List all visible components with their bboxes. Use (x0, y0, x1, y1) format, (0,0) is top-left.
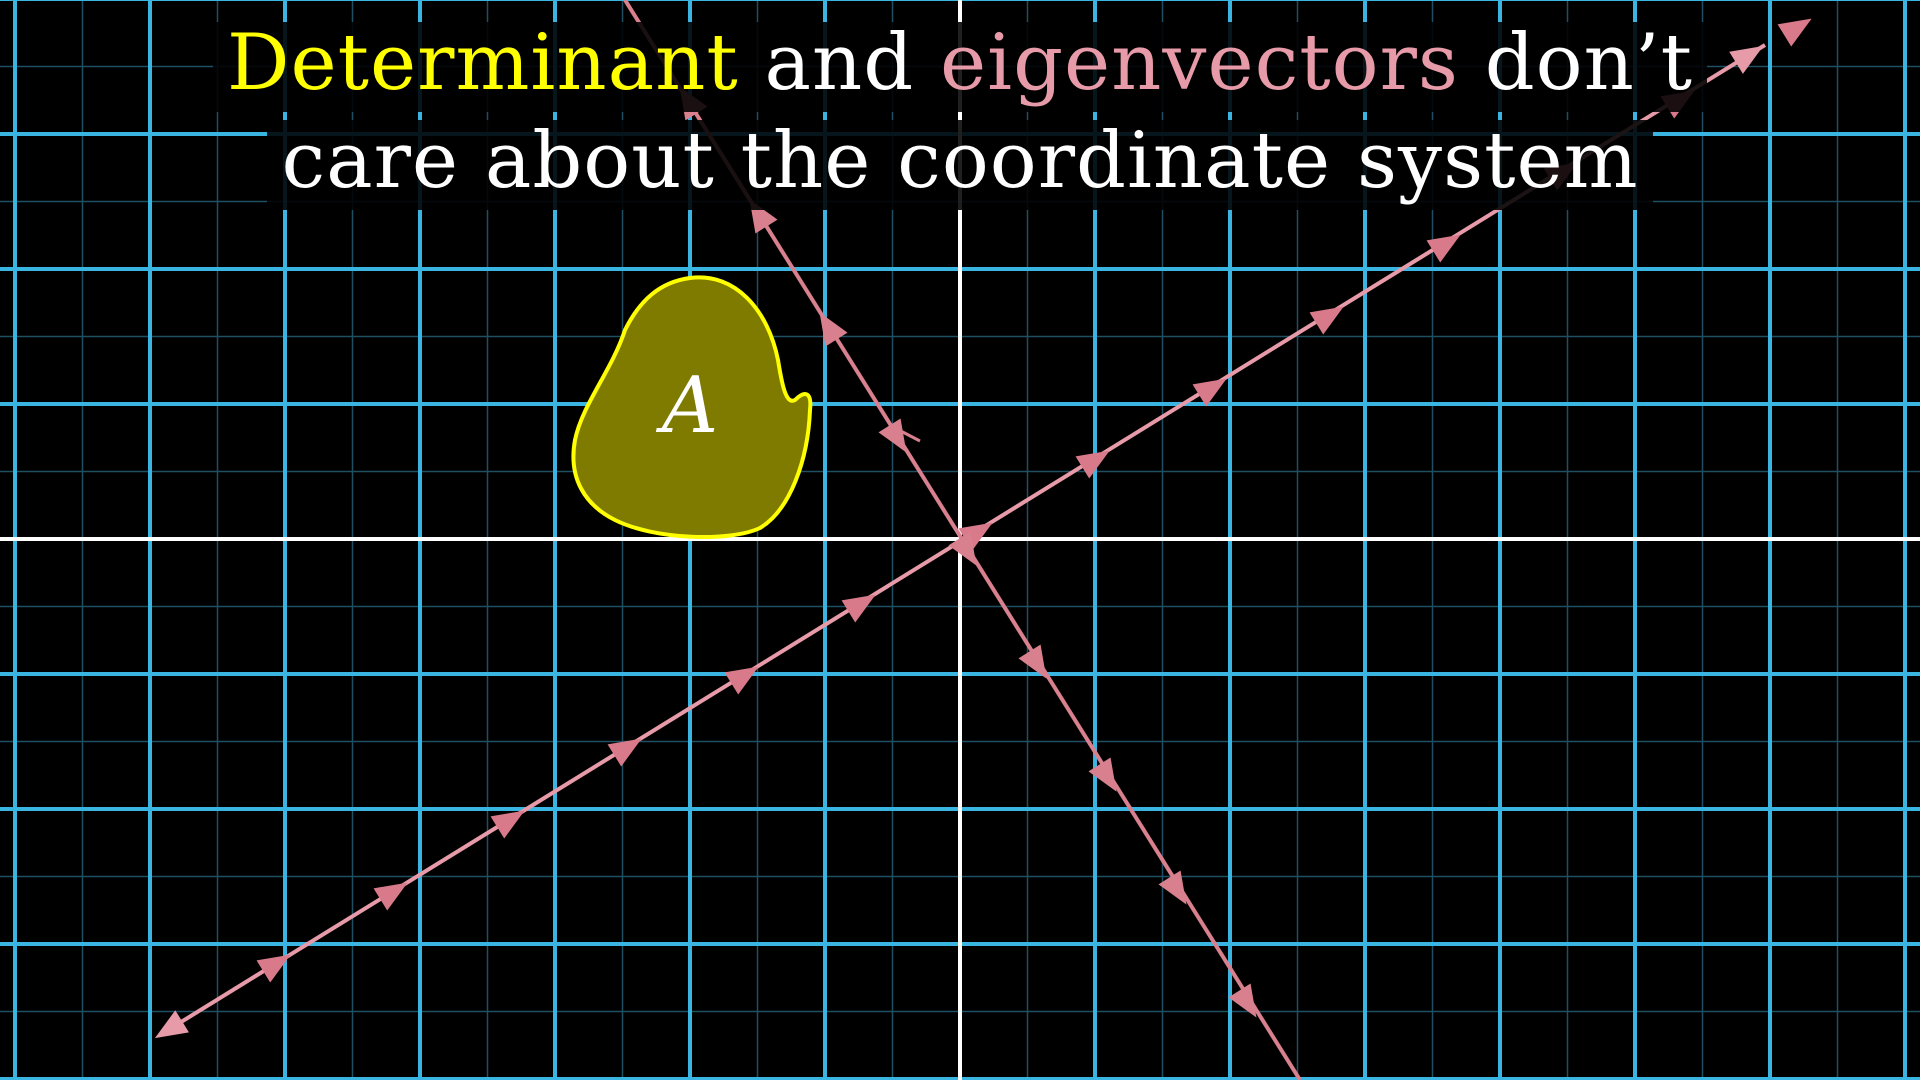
eigenvector-line-2-marker (1018, 644, 1047, 679)
eigenvector-line-1-marker (724, 666, 759, 695)
eigenvector-line-1-marker (490, 810, 525, 839)
caption-phrase-coordinate-system: care about the coordinate system (281, 116, 1639, 206)
region-a-shape (571, 275, 813, 539)
region-a-label: A (656, 361, 718, 451)
eigenvector-line-1-marker (1426, 234, 1461, 263)
caption-line-1-background: Determinant and eigenvectors don’t (212, 22, 1707, 112)
caption-line-2: care about the coordinate system (0, 120, 1920, 210)
eigenvector-line-1-marker (256, 954, 291, 983)
eigenvector-line-2-marker (1158, 870, 1187, 905)
eigenvector-line-1-marker (1192, 378, 1227, 407)
eigenvector-line-1-marker (373, 882, 408, 911)
caption-word-eigenvectors: eigenvectors (939, 18, 1459, 108)
caption-word-and: and (738, 18, 940, 108)
caption-word-determinant: Determinant (226, 18, 739, 108)
eigenvector-line-2-marker (1088, 757, 1117, 792)
eigenvector-line-2-marker (878, 418, 907, 453)
caption-line-2-background: care about the coordinate system (267, 120, 1653, 210)
eigenvector-line-2-marker (948, 531, 977, 566)
eigenvector-line-1-marker (1309, 306, 1344, 335)
eigenvector-line-2-marker (819, 312, 848, 347)
caption-line-1: Determinant and eigenvectors don’t (0, 22, 1920, 112)
eigenvector-line-2-tick (892, 425, 921, 443)
eigenvector-line-1-marker (1075, 450, 1110, 479)
eigenvector-line-1-marker (607, 738, 642, 767)
eigenvector-line-2-marker (1228, 983, 1257, 1018)
eigenvector-line-1-marker (958, 522, 993, 551)
eigenvector-line-1-arrowhead (154, 1010, 189, 1039)
eigenvector-line-1-marker (841, 594, 876, 623)
eigenvector-line-1-marker (1777, 18, 1812, 47)
eigenvector-line-1-arrowhead (1729, 46, 1764, 74)
caption-word-dont: don’t (1458, 18, 1693, 108)
